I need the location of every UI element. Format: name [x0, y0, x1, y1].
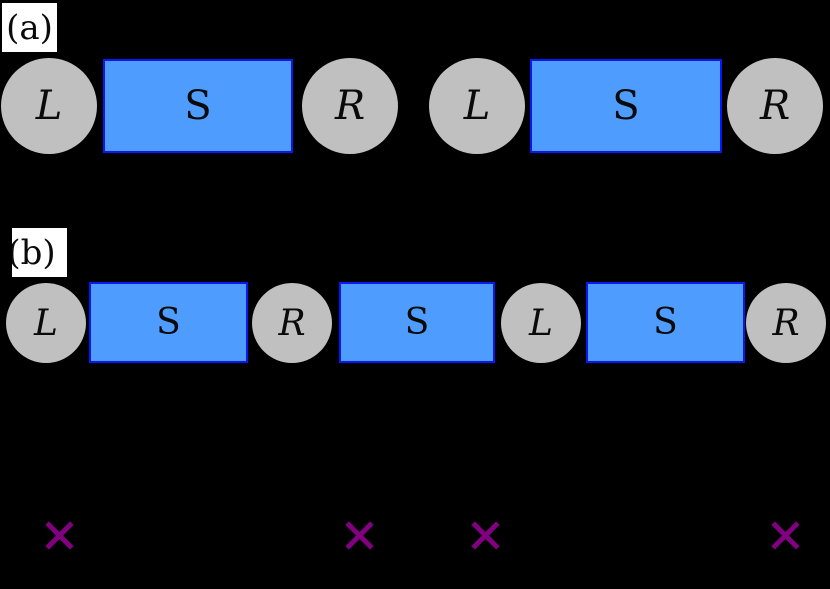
lead-circle-left: L	[429, 58, 525, 154]
lead-label: R	[759, 83, 791, 129]
superconductor-segment: S	[530, 59, 722, 153]
lead-circle-right: R	[746, 283, 826, 363]
panel-b-label-text: (b)	[12, 232, 56, 273]
panel-a-label-text: (a)	[6, 7, 53, 48]
cross-marker-icon	[346, 522, 373, 548]
lead-label: L	[34, 302, 58, 344]
segment-label: S	[404, 302, 430, 343]
lead-label: L	[529, 302, 553, 344]
superconductor-segment: S	[89, 282, 248, 363]
segment-label: S	[184, 83, 212, 129]
panel-b-label: (b)	[12, 228, 67, 277]
lead-label: L	[463, 83, 491, 129]
segment-label: S	[653, 302, 678, 343]
superconductor-segment: S	[586, 282, 745, 363]
lead-circle-left: L	[6, 283, 86, 363]
segment-label: S	[612, 83, 640, 129]
cross-marker-icon	[772, 522, 799, 548]
superconductor-segment: S	[339, 282, 495, 363]
lead-circle-right: R	[302, 58, 398, 154]
lead-circle-right: R	[252, 283, 332, 363]
lead-label: R	[772, 302, 800, 344]
superconductor-segment: S	[103, 59, 293, 153]
lead-circle-right: R	[727, 58, 823, 154]
segment-label: S	[156, 302, 181, 343]
lead-circle-left: L	[1, 58, 97, 154]
panel-a-label: (a)	[2, 3, 57, 52]
cross-marker-icon	[46, 522, 73, 548]
lead-label: L	[35, 83, 63, 129]
lead-label: R	[278, 302, 306, 344]
lead-label: R	[334, 83, 366, 129]
lead-circle-left: L	[501, 283, 581, 363]
cross-marker-icon	[472, 522, 499, 548]
